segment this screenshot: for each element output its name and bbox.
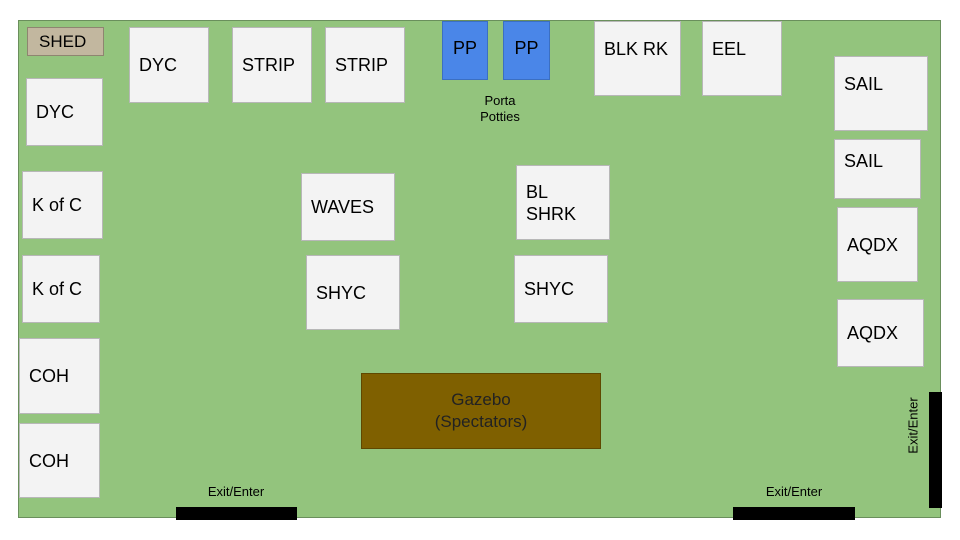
gazebo-spectators: Gazebo (Spectators) (361, 373, 601, 449)
aqdx-booth-1: AQDX (837, 207, 918, 282)
sail-booth-2: SAIL (834, 139, 921, 199)
coh-booth-2: COH (19, 423, 100, 498)
exit-enter-label-side: Exit/Enter (905, 397, 921, 454)
k-of-c-booth-1: K of C (22, 171, 103, 239)
strip-booth-1: STRIP (232, 27, 312, 103)
exit-enter-label-right: Exit/Enter (765, 484, 823, 499)
aqdx-booth-2: AQDX (837, 299, 924, 367)
sail-booth-1: SAIL (834, 56, 928, 131)
shyc-booth-right: SHYC (514, 255, 608, 323)
dyc-booth-left: DYC (26, 78, 103, 146)
strip-booth-2: STRIP (325, 27, 405, 103)
blk-rk-booth: BLK RK (594, 21, 681, 96)
porta-potty-1: PP (442, 21, 488, 80)
dyc-booth-top: DYC (129, 27, 209, 103)
exit-enter-right (733, 507, 855, 520)
coh-booth-1: COH (19, 338, 100, 414)
shyc-booth-left: SHYC (306, 255, 400, 330)
eel-booth: EEL (702, 21, 782, 96)
waves-booth: WAVES (301, 173, 395, 241)
porta-potty-2: PP (503, 21, 550, 80)
exit-enter-left (176, 507, 297, 520)
k-of-c-booth-2: K of C (22, 255, 100, 323)
shed-booth: SHED (27, 27, 104, 56)
exit-enter-side (929, 392, 942, 508)
porta-potties-label: Porta Potties (480, 93, 520, 124)
bl-shrk-booth: BL SHRK (516, 165, 610, 240)
exit-enter-label-left: Exit/Enter (207, 484, 265, 499)
